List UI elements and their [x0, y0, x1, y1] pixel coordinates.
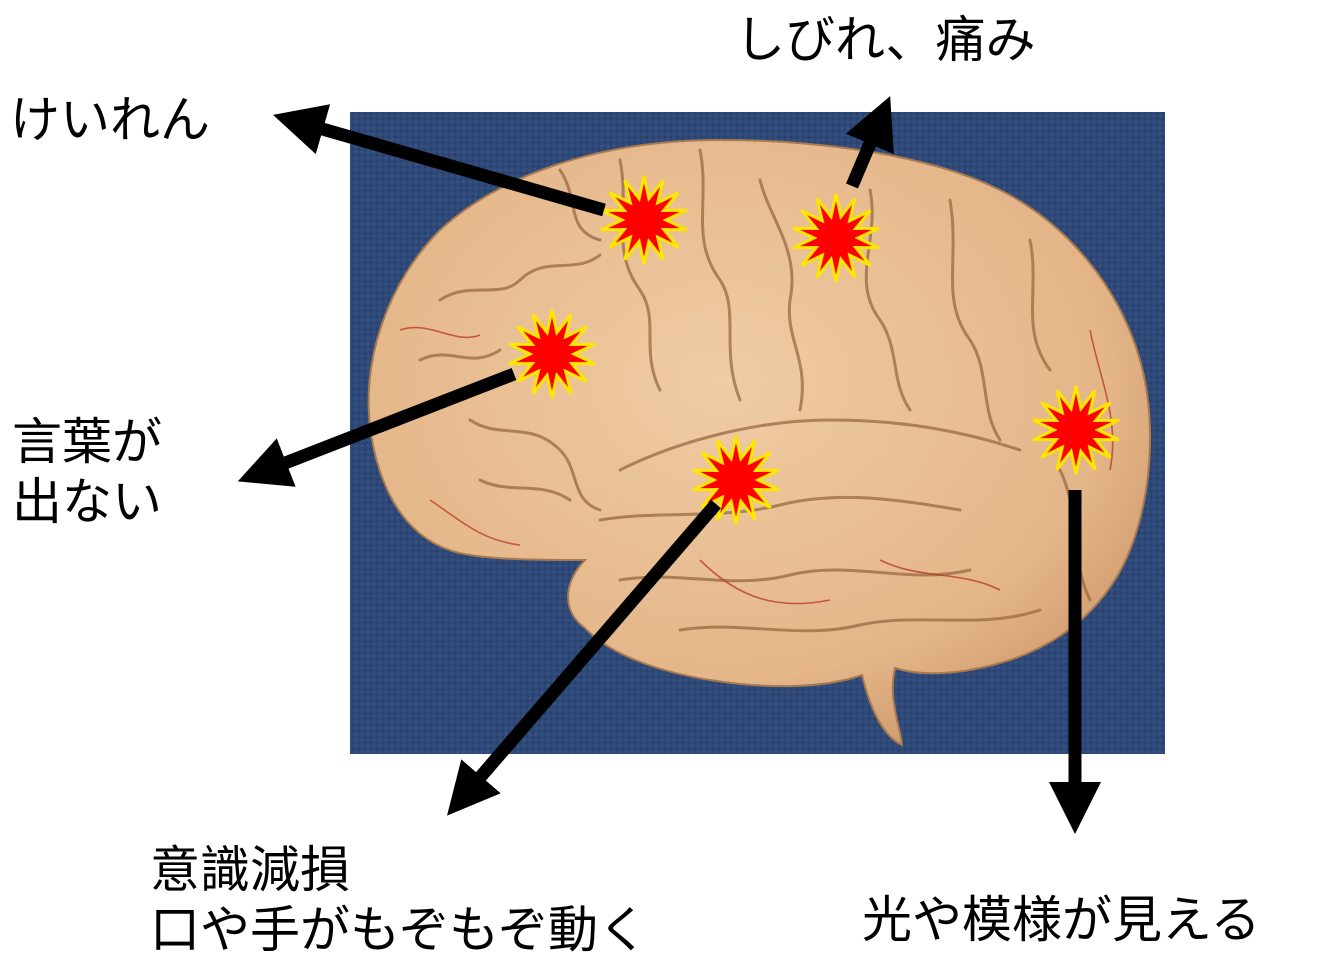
- label-seizure: けいれん: [10, 90, 210, 150]
- label-impaired-consciousness: 意識減損 口や手がもぞもぞ動く: [150, 840, 648, 960]
- label-speech-loss: 言葉が 出ない: [12, 412, 162, 532]
- label-numbness-pain: しびれ、痛み: [735, 10, 1036, 70]
- label-consciousness-line2: 口や手がもぞもぞ動く: [150, 900, 648, 960]
- label-consciousness-line1: 意識減損: [150, 840, 648, 900]
- label-speech-line2: 出ない: [12, 472, 162, 532]
- label-speech-line1: 言葉が: [12, 412, 162, 472]
- label-visual-phenomena: 光や模様が見える: [862, 890, 1261, 950]
